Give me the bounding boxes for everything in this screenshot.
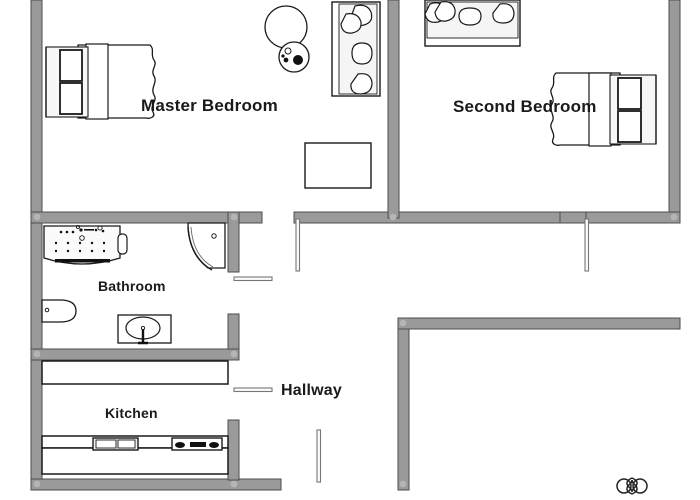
doors-layer xyxy=(233,218,590,483)
wall-between-bedrooms xyxy=(387,0,400,219)
master-bedroom-door[interactable] xyxy=(295,218,301,272)
wall-hallway-horizontal xyxy=(397,317,681,330)
bathtub-icon xyxy=(43,225,121,265)
wall-joint xyxy=(399,319,407,327)
wall-joint xyxy=(230,480,238,488)
bathtub-jets xyxy=(59,224,105,234)
counter-icon xyxy=(41,360,229,385)
second-bedroom-door[interactable] xyxy=(584,218,590,272)
counter-front xyxy=(41,447,229,475)
bed-pillow xyxy=(617,77,642,110)
sofa-cushion xyxy=(351,42,373,65)
wall-joint xyxy=(33,350,41,358)
room-label-hallway: Hallway xyxy=(281,382,342,399)
stool-detail-dot xyxy=(281,54,285,58)
kitchen-fixtures xyxy=(41,360,229,475)
bed-pillow xyxy=(59,82,83,115)
sofa-cushion xyxy=(492,3,515,24)
wall-exterior-right xyxy=(668,0,681,223)
bathroom-door[interactable] xyxy=(233,276,273,282)
interlocking-loops-logo xyxy=(616,477,648,495)
second-bedroom-furniture xyxy=(424,0,657,147)
sink-basin xyxy=(95,439,117,449)
wall-exterior-bottom-left xyxy=(30,478,282,491)
shower-glass-door-inner xyxy=(190,226,214,268)
stool-detail-dot xyxy=(284,47,292,55)
shower-glass-door xyxy=(187,226,213,271)
table-icon xyxy=(264,5,308,49)
room-label-second-bedroom: Second Bedroom xyxy=(453,97,597,116)
sofa-cushion xyxy=(434,1,456,22)
wall-bathroom-kitchen xyxy=(30,348,240,361)
wall-second-bottom-a xyxy=(293,211,561,224)
bed-pillow xyxy=(59,49,83,82)
bathtub-headrest xyxy=(117,233,128,255)
bed-pillow xyxy=(617,110,642,143)
wall-joint xyxy=(33,213,41,221)
wall-joint xyxy=(399,480,407,488)
wall-joint xyxy=(230,350,238,358)
toilet-flush-button xyxy=(44,307,50,313)
shower-drain xyxy=(211,233,217,239)
sofa-cushion xyxy=(350,73,373,95)
bathtub-step xyxy=(55,259,110,263)
wall-joints-layer xyxy=(33,213,678,488)
wall-bathroom-right-upper xyxy=(227,211,240,273)
wall-joint xyxy=(230,213,238,221)
wall-kitchen-right-lower xyxy=(227,419,240,481)
wall-master-bottom xyxy=(30,211,263,224)
sink-drainboard xyxy=(117,439,136,449)
walls-layer xyxy=(30,0,681,491)
wall-joint xyxy=(389,213,397,221)
shower-icon xyxy=(187,222,226,269)
wall-exterior-left xyxy=(30,0,43,491)
bathtub-jets xyxy=(54,235,106,253)
sink-faucet xyxy=(138,329,148,345)
sofa-cushion xyxy=(340,13,362,34)
wall-joint xyxy=(33,480,41,488)
wall-joint xyxy=(670,213,678,221)
room-label-master-bedroom: Master Bedroom xyxy=(141,96,278,115)
bed-duvet-fold xyxy=(85,43,109,120)
rug-icon xyxy=(304,142,372,189)
wall-nub-second-bedroom xyxy=(559,211,587,224)
hallway-entry-door[interactable] xyxy=(316,429,322,483)
bathroom-fixtures xyxy=(41,222,226,345)
wall-second-bottom-b xyxy=(585,211,681,224)
kitchen-door[interactable] xyxy=(233,387,273,393)
stool-detail-dot xyxy=(283,57,289,63)
stove-burners xyxy=(175,442,219,448)
toilet-icon xyxy=(41,299,77,323)
wall-hallway-vertical xyxy=(397,317,410,491)
sofa-cushion xyxy=(458,7,482,26)
master-bedroom-furniture xyxy=(45,1,381,189)
stool-detail-dot xyxy=(293,55,303,65)
room-label-kitchen: Kitchen xyxy=(105,405,158,421)
room-label-bathroom: Bathroom xyxy=(98,278,166,294)
